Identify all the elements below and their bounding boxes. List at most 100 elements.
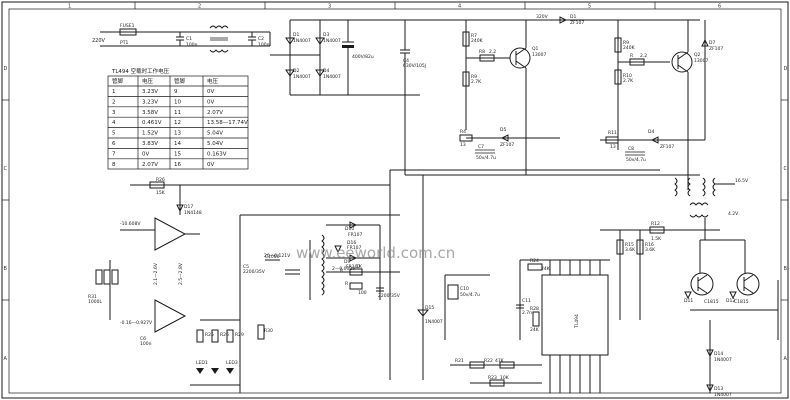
r-ls-symbol [629,58,645,66]
r10-value: 2.7K [623,78,634,84]
high-side-switch: 320V R7 240K R8 2.2 R9 2.7K Q1 13007 D1 … [459,14,600,175]
table-header-volt-b: 电压 [207,77,219,85]
d4-ls-value: ZF107 [660,144,674,150]
table-header-volt-a: 电压 [142,77,154,85]
r15-symbol [616,239,624,255]
c7-label: C7 [478,144,484,150]
r-out-1k-label: R [340,268,343,274]
table-title: TL494 空载时工作电压 [111,67,170,75]
c5-label: C5 [243,264,249,270]
q1-label: Q1 [532,46,539,52]
diode-d13-symbol [706,384,714,393]
ac-input-section: FUSE1 220V PT1 C1 100n C2 100n [92,23,270,53]
r26b-label: R26 [220,332,229,338]
table-cell: 13 [174,131,181,137]
c10-body [447,284,459,300]
table-cell: 9 [174,89,178,95]
r26-label: R26 [156,177,165,183]
col-label-6: 6 [718,4,721,10]
r23-label: R23 [488,375,497,381]
r11-value: 13 [610,144,616,150]
q2-label: Q2 [694,52,701,58]
row-label-c: C [4,166,8,172]
r33-symbol [111,269,119,285]
diode-d11-symbol [684,291,692,300]
table-cell: 10 [174,99,181,105]
r29-label: R29 [235,332,244,338]
d5-value: ZF107 [500,142,514,148]
c2-label: C2 [258,36,264,42]
rail-16v5-label: 16.5V [735,178,749,184]
input-voltage-label: 220V [92,38,106,44]
diode-d4-ls-symbol [650,136,659,144]
d1-value: 1N4007 [293,38,311,44]
table-cell: 3.58V [142,110,158,116]
led3-symbol [226,368,234,374]
table-cell: 16 [174,162,181,168]
table-cell: 13.58—17.74V [207,120,248,126]
diode-d12-symbol [729,291,737,300]
d16-value: FR107 [347,245,361,251]
d14-label: D14 [714,351,723,357]
r26-value: 15K [156,190,166,196]
c9-value: 2200/35V [378,293,401,299]
r28-label: R28 [530,306,539,312]
note-output-voltage-2: 2—0.002V [332,266,356,272]
r23-value: 10K [500,375,510,381]
r7-value: 240K [471,38,484,44]
q1-value: 13007 [532,52,546,58]
d15-value: 1N4007 [425,319,443,325]
tl494-voltage-table: TL494 空载时工作电压 管脚 电压 管脚 电压 1 3.23V 9 0V 2… [107,67,249,170]
d13-label: D13 [714,386,723,392]
r9-ls-label: R9 [623,40,629,46]
r-out-1k-value: 1K [356,264,363,270]
d17-value: 1N4148 [184,210,202,216]
d9-value: FR107 [346,264,360,270]
q2-value: 13007 [694,58,708,64]
col-label-1: 1 [68,4,71,10]
indicator-amplifier: R26 15K D17 1N4148 -10.608V 2.1—2.6V 2.5… [88,177,390,386]
col-label-4: 4 [458,4,461,10]
d7-label: D7 [709,40,715,46]
table-cell: 6 [112,141,116,147]
table-header-pin-a: 管脚 [112,77,124,85]
q4-value: C1815 [734,299,749,305]
table-cell: 0.163V [207,151,227,157]
diode-d16-symbol [334,245,342,254]
table-cell: 11 [174,110,181,116]
row-label-b: B [4,266,8,272]
r-out-100-symbol [349,282,363,290]
note-voltage-b: 2.5—2.8V [178,262,184,285]
r24-symbol [527,263,543,271]
diode-d9-symbol [349,254,358,262]
table-cell: 15 [174,151,181,157]
fuse-symbol [119,28,137,36]
table-cell: 0.461V [142,120,162,126]
d17-label: D17 [184,204,193,210]
r-out-100-label: R [345,281,348,287]
bridge-rectifier: D1 1N4007 D3 1N4007 D2 1N4007 D4 1N4007 … [269,19,560,175]
r21-label: R21 [455,358,464,364]
ic-label: TL494 [574,314,580,329]
output-rectifier: D10 FR107 D9 FR107 R 1K R 100 2200/35V D… [239,214,401,393]
table-cell: 0V [207,99,214,105]
r16-label: R16 [645,242,654,248]
r12-symbol [649,226,665,234]
r21-symbol [469,361,485,369]
d10-label: D10 [345,226,354,232]
table-cell: 3.83V [142,141,158,147]
r8-symbol [479,54,495,62]
col-label-5: 5 [588,4,591,10]
diode-d7-symbol [701,38,709,47]
c4-label: C4 [403,58,409,64]
r11-label: R11 [608,130,617,136]
r9-value: 2.7K [471,79,482,85]
diode-d1-hs-symbol [559,16,568,24]
ic-tl494-body [541,274,609,356]
r23-symbol [489,379,505,387]
r7-label: R7 [471,33,477,39]
table-cell: 7 [112,151,116,157]
c10-label: C10 [460,286,469,292]
d4-value: 1N4007 [323,74,341,80]
row-label-a: A [4,356,8,362]
